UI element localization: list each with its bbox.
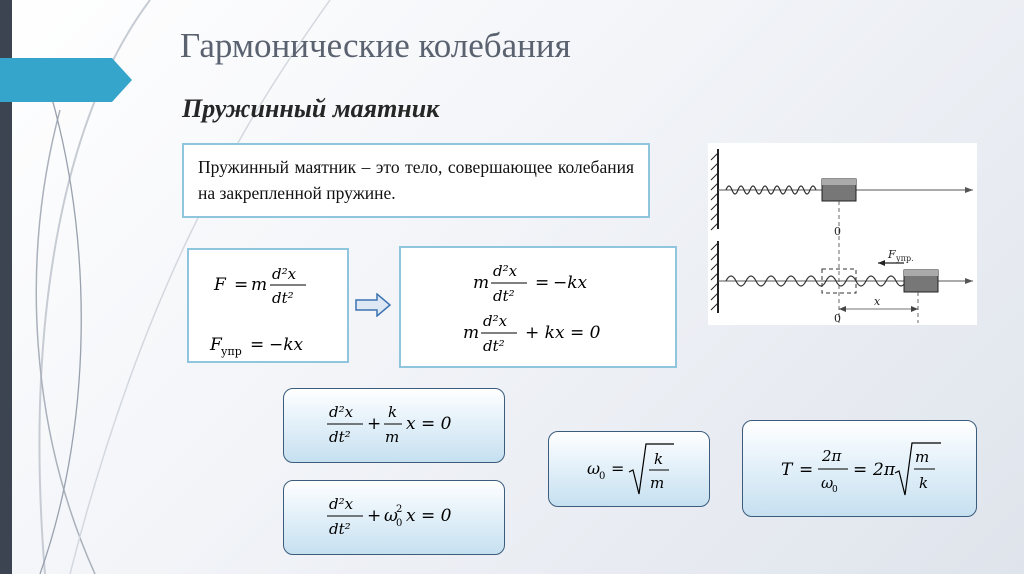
elastic-force-symbol: F xyxy=(209,335,223,355)
plus-sign: + xyxy=(367,414,381,434)
oscillation-equation-box: d²x dt² + k m x = 0 xyxy=(283,388,505,463)
left-accent-bar xyxy=(0,0,12,574)
mass-symbol: m xyxy=(251,275,267,295)
mass-symbol: m xyxy=(473,273,489,293)
slide-subtitle: Пружинный маятник xyxy=(182,94,440,123)
zero-label-top: 0 xyxy=(834,225,841,238)
right-side: −kx xyxy=(553,273,588,293)
two-pi-factor: 2π xyxy=(872,460,896,480)
two-pi-numerator: 2π xyxy=(821,447,843,465)
mass-symbol: m xyxy=(463,323,479,343)
implies-arrow-icon xyxy=(355,293,391,317)
spring-pendulum-figure: 0 F упр. x 0 xyxy=(708,143,977,325)
m-symbol: m xyxy=(650,474,664,492)
omega-subscript: 0 xyxy=(832,485,838,495)
period-symbol: T xyxy=(781,460,794,480)
equation-tail: x = 0 xyxy=(406,414,452,434)
omega-symbol: ω xyxy=(587,459,600,478)
equation-formulas: m d²x dt² = −kx m d²x dt² + kx = 0 xyxy=(463,262,601,355)
force-symbol: F xyxy=(213,275,227,295)
oscillation-equation: d²x dt² + k m x = 0 xyxy=(327,403,452,446)
elastic-force-subscript: упр xyxy=(221,345,242,358)
fraction-numerator: d²x xyxy=(329,403,354,421)
period-formula: T = 2π ω 0 = 2π m k xyxy=(781,442,941,496)
title-arrow-tab xyxy=(0,58,132,102)
spring-pendulum-drawing: 0 F упр. x 0 xyxy=(710,149,973,325)
equals-sign: = xyxy=(535,273,549,293)
zero-label-bottom: 0 xyxy=(834,312,841,325)
definition-text: Пружинный маятник – это тело, совершающе… xyxy=(198,157,634,203)
fraction-denominator: dt² xyxy=(493,287,515,305)
k-symbol: k xyxy=(388,403,397,421)
omega-equation-box: d²x dt² + ω 2 0 x = 0 xyxy=(283,480,505,555)
equation-tail: + kx = 0 xyxy=(525,323,601,343)
x-label: x xyxy=(874,295,881,308)
k-symbol: k xyxy=(654,450,663,468)
equals-sign: = xyxy=(853,460,867,480)
force-subscript: упр. xyxy=(896,254,914,263)
equals-sign: = xyxy=(234,275,248,295)
k-symbol: k xyxy=(919,474,928,492)
m-symbol: m xyxy=(385,428,399,446)
force-label: F xyxy=(887,248,896,261)
omega-subscript: 0 xyxy=(599,471,605,482)
fraction-numerator: d²x xyxy=(329,495,354,513)
equation-tail: x = 0 xyxy=(406,506,452,526)
m-symbol: m xyxy=(915,448,929,466)
omega-square: 2 xyxy=(396,504,402,515)
fraction-numerator: d²x xyxy=(483,312,508,330)
hooke-right-side: −kx xyxy=(269,335,304,355)
plus-sign: + xyxy=(367,506,381,526)
fraction-denominator: dt² xyxy=(272,289,294,307)
fraction-numerator: d²x xyxy=(493,262,518,280)
omega-equation: d²x dt² + ω 2 0 x = 0 xyxy=(327,495,452,538)
slide-title: Гармонические колебания xyxy=(180,26,571,65)
omega-symbol: ω xyxy=(821,474,833,492)
omega-symbol: ω xyxy=(384,506,398,526)
angular-frequency-formula: ω 0 = k m xyxy=(587,443,674,495)
equals-sign: = xyxy=(611,459,624,478)
equals-sign: = xyxy=(250,335,264,355)
equation-box: m d²x dt² = −kx m d²x dt² + kx = 0 xyxy=(399,246,677,368)
fraction-denominator: dt² xyxy=(329,520,351,538)
angular-frequency-box: ω 0 = k m xyxy=(548,431,710,507)
equals-sign: = xyxy=(799,460,813,480)
definition-box: Пружинный маятник – это тело, совершающе… xyxy=(182,143,650,218)
fraction-denominator: dt² xyxy=(483,337,505,355)
newton-hooke-box: F = m d²x dt² F упр = −kx xyxy=(187,248,349,363)
fraction-numerator: d²x xyxy=(272,265,297,283)
newton-hooke-formulas: F = m d²x dt² F упр = −kx xyxy=(209,265,306,358)
omega-subscript: 0 xyxy=(396,518,402,529)
fraction-denominator: dt² xyxy=(329,428,351,446)
period-box: T = 2π ω 0 = 2π m k xyxy=(742,420,977,517)
